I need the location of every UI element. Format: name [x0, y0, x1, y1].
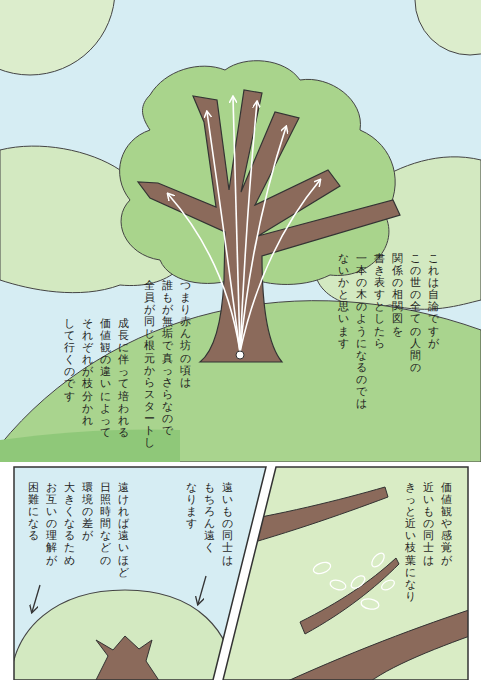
vertical-caption: 日照時間などの	[100, 482, 111, 567]
vertical-caption: 成長に伴って培われる	[118, 318, 129, 439]
vertical-caption: 遠ければ遠いほど	[118, 482, 129, 579]
panel-border	[223, 467, 468, 680]
vertical-caption: 一本の木のようになるのでは	[356, 253, 367, 410]
top-scene	[0, 0, 481, 462]
vertical-caption: つまり赤ん坊の頃は	[180, 280, 191, 389]
vertical-caption: 困難になる	[28, 482, 39, 542]
vertical-caption: 環境の差が	[82, 482, 93, 542]
vertical-caption: それぞれが枝分かれ	[82, 318, 93, 427]
vertical-caption: 誰もが無垢で真っさらなので	[162, 280, 173, 437]
vertical-caption: 価値観や感覚が	[441, 482, 452, 567]
vertical-caption: この世の全ての人間の	[410, 253, 421, 374]
vertical-caption: 価値観の違いによって	[100, 318, 111, 439]
vertical-caption: これは自論ですが	[428, 253, 439, 350]
panel-border	[14, 467, 266, 680]
vertical-caption: きっと近い枝葉になり	[405, 482, 416, 603]
vertical-caption: 近いもの同士は	[423, 482, 434, 567]
vertical-caption: 大きくなるため	[64, 482, 75, 567]
vertical-caption: 全員が同じ根元からスタートし	[144, 280, 155, 449]
vertical-caption: もちろん遠く	[204, 482, 215, 555]
vertical-caption: 書き表すとしたら	[374, 253, 385, 350]
right-panel	[200, 467, 481, 680]
vertical-caption: 関係の相関図を	[392, 253, 403, 338]
vertical-caption: なります	[186, 482, 197, 530]
vertical-caption: 遠いもの同士は	[222, 482, 233, 567]
left-panel	[0, 467, 481, 680]
vertical-caption: お互いの理解が	[46, 482, 57, 567]
vertical-caption: ないかと思います	[338, 253, 349, 350]
vertical-caption: して行くのです	[64, 318, 75, 403]
